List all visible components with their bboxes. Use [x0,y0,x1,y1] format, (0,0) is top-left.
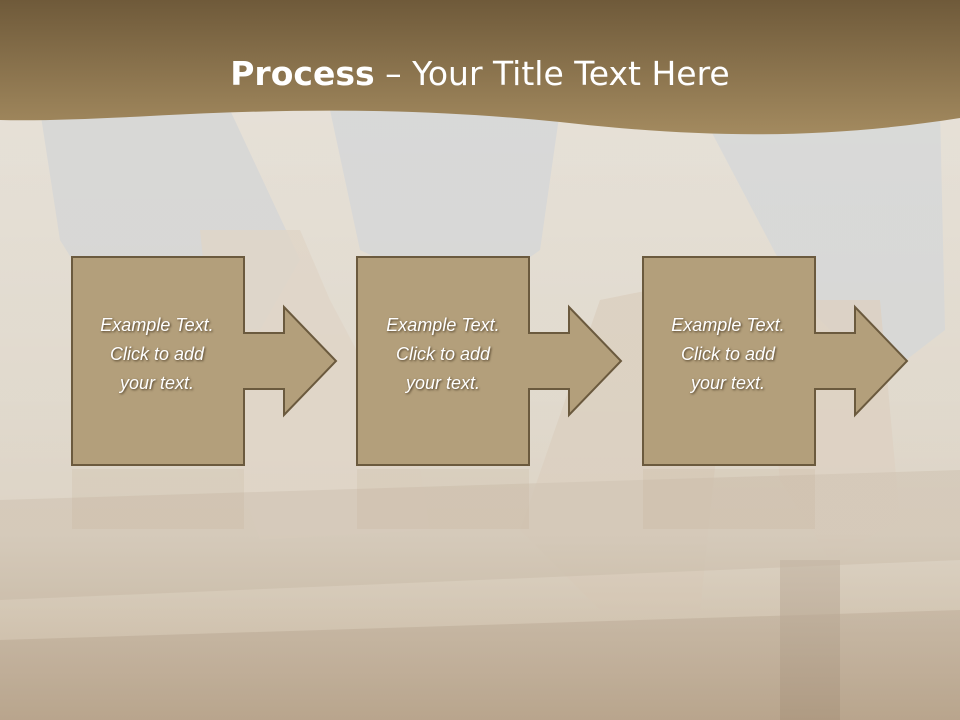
process-shapes [71,256,909,529]
step-1-seam [242,334,246,388]
step-1-line-1: Example Text. [100,315,214,335]
step-1-reflection [72,469,244,529]
step-2-arrow [526,304,623,418]
slide-title[interactable]: Process – Your Title Text Here [0,48,960,100]
title-rest-text: – Your Title Text Here [374,54,730,93]
step-2-line-3: your text. [405,373,481,393]
step-2-box [356,256,530,466]
step-3-textbox[interactable]: Example Text. Click to add your text. [642,311,814,398]
step-2-textbox[interactable]: Example Text. Click to add your text. [357,311,529,398]
step-1-arrow [241,304,338,418]
step-1-textbox[interactable]: Example Text. Click to add your text. [71,311,243,398]
step-3-line-3: your text. [690,373,766,393]
step-3-line-1: Example Text. [671,315,785,335]
step-2-seam [527,334,531,388]
title-bold-text: Process [230,54,375,93]
step-2-line-1: Example Text. [386,315,500,335]
step-2-line-2: Click to add [395,344,491,364]
step-3-line-2: Click to add [680,344,776,364]
step-3-arrow [812,304,909,418]
step-1-line-3: your text. [119,373,195,393]
step-1-line-2: Click to add [109,344,205,364]
step-3-seam [813,334,817,388]
step-2-reflection [357,469,529,529]
step-3-reflection [643,469,815,529]
header-band [0,0,960,135]
step-3-box [642,256,816,466]
step-1-box [71,256,245,466]
